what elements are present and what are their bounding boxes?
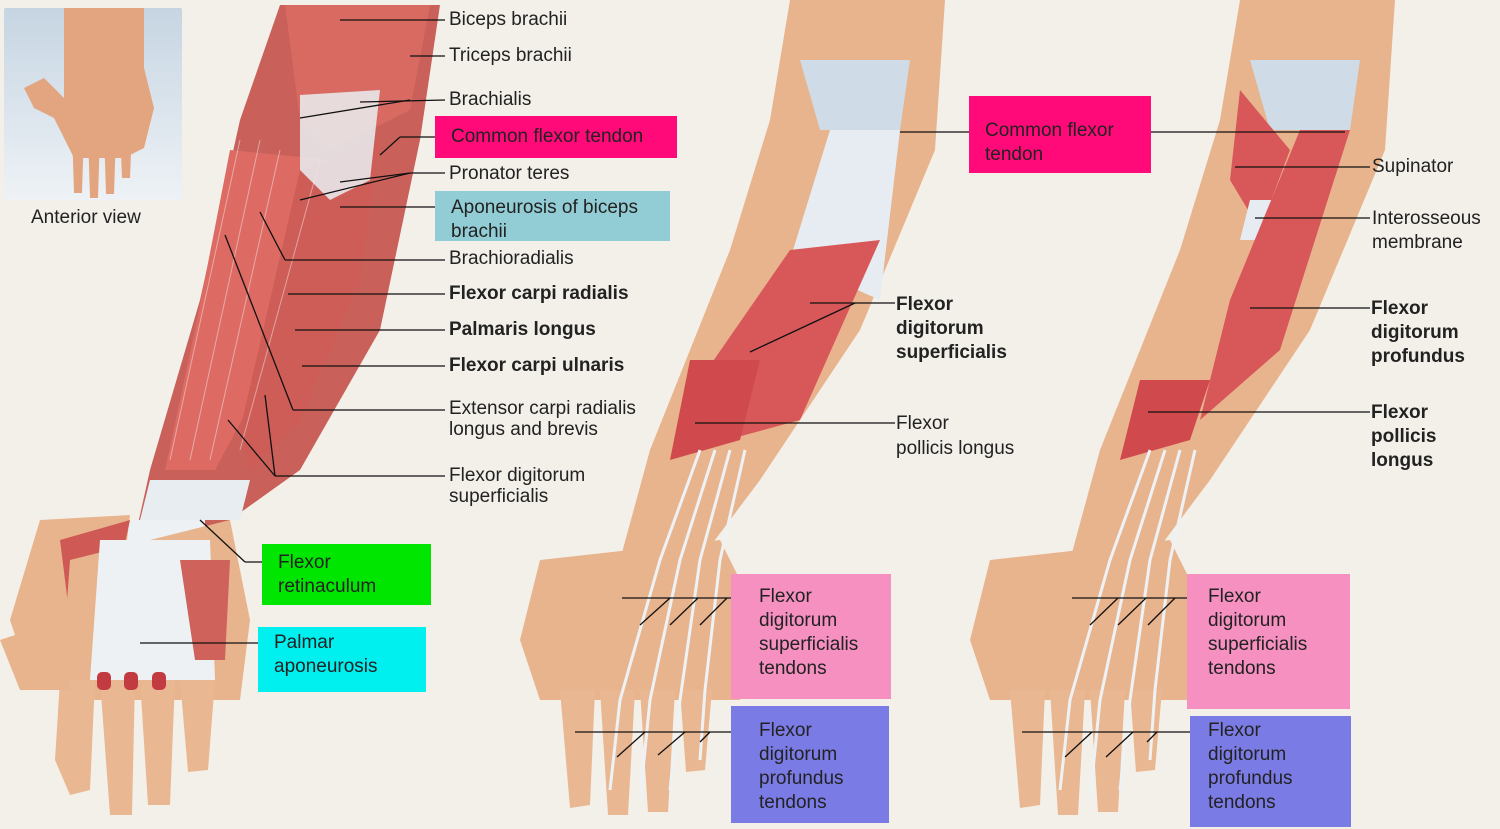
label-triceps-brachii: Triceps brachii (449, 44, 572, 68)
label-flexor-digitorum-superficialis: Flexor digitorum superficialis (449, 465, 585, 507)
label-brachioradialis: Brachioradialis (449, 247, 574, 271)
highlight-palmar-aponeurosis: Palmar aponeurosis (258, 627, 426, 692)
label-flexor-retinaculum: Flexor retinaculum (278, 552, 376, 597)
highlight-flexor-retinaculum: Flexor retinaculum (262, 544, 431, 605)
label-palmar-aponeurosis: Palmar aponeurosis (274, 632, 378, 677)
highlight-aponeurosis: Aponeurosis of biceps brachii (435, 191, 670, 241)
hand-thumbnail (4, 8, 182, 200)
label-fds-tendons-2: Flexor digitorum superficialis tendons (759, 586, 858, 679)
label-common-flexor-tendon-2: Common flexor tendon (985, 120, 1114, 165)
label-fdp-tendons-2: Flexor digitorum profundus tendons (759, 720, 844, 813)
label-palmaris-longus: Palmaris longus (449, 318, 596, 342)
highlight-fds-tendons-3: Flexor digitorum superficialis tendons (1187, 574, 1350, 709)
highlight-common-flexor-tendon-2: Common flexor tendon (969, 96, 1151, 173)
highlight-common-flexor-tendon: Common flexor tendon (435, 116, 677, 158)
label-pronator-teres: Pronator teres (449, 162, 569, 186)
label-biceps-brachii: Biceps brachii (449, 8, 567, 32)
label-flexor-pollicis-longus-2: Flexor pollicis longus (896, 411, 1014, 461)
highlight-fds-tendons-2: Flexor digitorum superficialis tendons (731, 574, 891, 699)
highlight-fdp-tendons-2: Flexor digitorum profundus tendons (731, 706, 889, 823)
label-fdp-tendons-3: Flexor digitorum profundus tendons (1208, 720, 1293, 813)
label-fds-2: Flexor digitorum superficialis (896, 293, 1007, 365)
label-interosseous-membrane: Interosseous membrane (1372, 207, 1481, 255)
highlight-fdp-tendons-3: Flexor digitorum profundus tendons (1190, 716, 1351, 827)
label-flexor-pollicis-longus-3: Flexor pollicis longus (1371, 401, 1436, 473)
label-fds-tendons-3: Flexor digitorum superficialis tendons (1208, 586, 1307, 679)
label-flexor-carpi-ulnaris: Flexor carpi ulnaris (449, 354, 624, 378)
label-common-flexor-tendon: Common flexor tendon (451, 126, 643, 147)
label-supinator: Supinator (1372, 155, 1453, 179)
anterior-view-inset (4, 8, 182, 200)
inset-caption: Anterior view (31, 206, 141, 230)
label-brachialis: Brachialis (449, 88, 531, 112)
label-aponeurosis-of-biceps: Aponeurosis of biceps brachii (451, 197, 638, 242)
label-flexor-digitorum-profundus: Flexor digitorum profundus (1371, 297, 1465, 369)
label-flexor-carpi-radialis: Flexor carpi radialis (449, 282, 629, 306)
label-extensor-carpi-radialis: Extensor carpi radialis longus and brevi… (449, 398, 636, 440)
